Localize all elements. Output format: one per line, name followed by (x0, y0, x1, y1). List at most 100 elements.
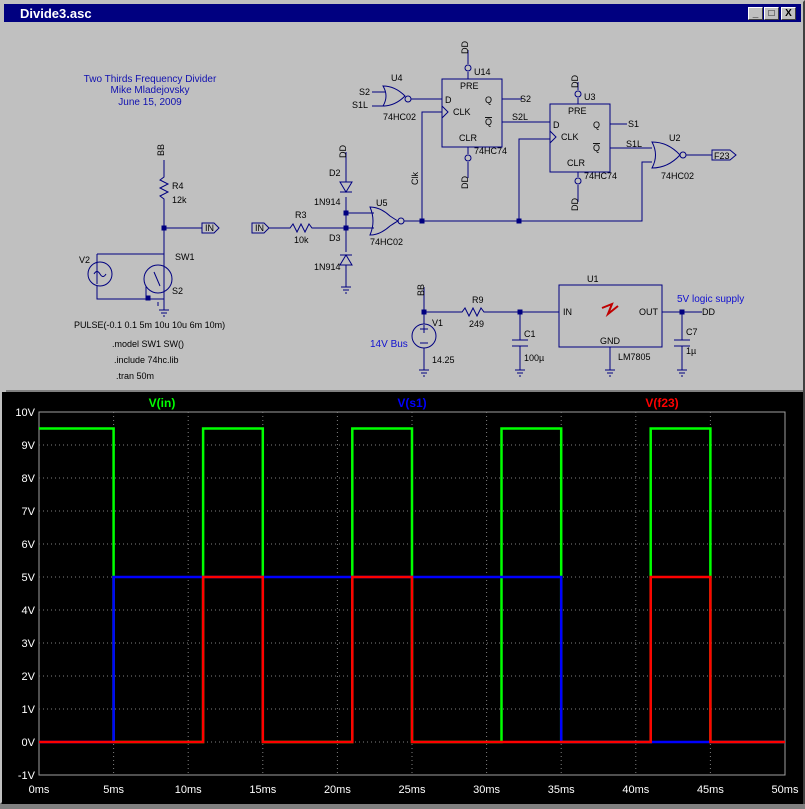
u3-clr: CLR (567, 158, 586, 168)
x-tick-label: 30ms (473, 784, 500, 796)
s2-label: S2 (172, 286, 183, 296)
u14-pre: PRE (460, 81, 479, 91)
sw1-label: SW1 (175, 252, 195, 262)
u14-clr: CLR (459, 133, 478, 143)
d2-value: 1N914 (314, 197, 341, 207)
y-tick-label: 1V (22, 704, 36, 716)
u2-value: 74HC02 (661, 171, 694, 181)
minimize-button[interactable]: _ (748, 7, 763, 20)
y-tick-label: 8V (22, 473, 36, 485)
close-button[interactable]: X (781, 7, 796, 20)
x-tick-label: 15ms (249, 784, 276, 796)
legend-vin: V(in) (149, 396, 176, 410)
u3-d: D (553, 120, 560, 130)
label-5v-supply: 5V logic supply (677, 294, 744, 305)
net-dd-out: DD (702, 307, 715, 317)
net-in-2: IN (255, 223, 264, 233)
u14-label: U14 (474, 67, 491, 77)
legend-vf23: V(f23) (645, 396, 678, 410)
net-s1: S1 (628, 119, 639, 129)
u2-label: U2 (669, 133, 681, 143)
directive-model: .model SW1 SW() (112, 339, 184, 349)
net-bb-2: BB (416, 284, 426, 296)
u3-qbar: Q (593, 143, 600, 153)
r9-label: R9 (472, 295, 484, 305)
v2-label: V2 (79, 255, 90, 265)
net-s2-in: S2 (359, 87, 370, 97)
net-bb-1: BB (156, 144, 166, 156)
r3-label: R3 (295, 210, 307, 220)
u5-value: 74HC02 (370, 237, 403, 247)
x-tick-label: 5ms (103, 784, 124, 796)
c7-label: C7 (686, 327, 698, 337)
y-tick-label: 6V (22, 539, 36, 551)
u1-out: OUT (639, 307, 659, 317)
d3-label: D3 (329, 233, 341, 243)
window-title: Divide3.asc (20, 6, 92, 21)
schematic-svg: Two Thirds Frequency Divider Mike Mladej… (74, 41, 744, 381)
title-line-1: Two Thirds Frequency Divider (84, 74, 217, 85)
y-tick-label: 4V (22, 605, 36, 617)
y-tick-label: 2V (22, 671, 36, 683)
u1-in: IN (563, 307, 572, 317)
net-dd-d2: DD (338, 145, 348, 158)
u14-clk: CLK (453, 107, 471, 117)
y-tick-label: 0V (22, 737, 36, 749)
u4-value: 74HC02 (383, 112, 416, 122)
u1-label: U1 (587, 274, 599, 284)
x-tick-label: 20ms (324, 784, 351, 796)
r3-value: 10k (294, 235, 309, 245)
net-dd-u14-bottom: DD (460, 176, 470, 189)
trace-vf23 (39, 575, 785, 744)
v1-value: 14.25 (432, 355, 455, 365)
title-bar[interactable]: Divide3.asc _ □ X (4, 4, 801, 22)
u3-clk: CLK (561, 132, 579, 142)
net-dd-u3: DD (570, 75, 580, 88)
net-s1l: S1L (626, 139, 642, 149)
net-clk: Clk (410, 172, 420, 185)
net-in-1: IN (205, 223, 214, 233)
x-tick-label: 50ms (772, 784, 799, 796)
u1-value: LM7805 (618, 352, 651, 362)
d3-value: 1N914 (314, 262, 341, 272)
u3-value: 74HC74 (584, 171, 617, 181)
u14-d: D (445, 95, 452, 105)
maximize-button[interactable]: □ (764, 7, 779, 20)
x-tick-label: 10ms (175, 784, 202, 796)
c7-value: 1µ (686, 346, 696, 356)
legend-vs1: V(s1) (397, 396, 426, 410)
u14-value: 74HC74 (474, 146, 507, 156)
y-tick-label: -1V (18, 770, 36, 782)
net-dd-u3-bottom: DD (570, 198, 580, 211)
y-tick-label: 7V (22, 506, 36, 518)
u14-qbar: Q (485, 117, 492, 127)
v1-label: V1 (432, 318, 443, 328)
y-tick-label: 3V (22, 638, 36, 650)
u3-pre: PRE (568, 106, 587, 116)
waveform-traces (39, 427, 785, 744)
u3-q: Q (593, 120, 600, 130)
x-tick-label: 0ms (29, 784, 50, 796)
r4-label: R4 (172, 181, 184, 191)
y-tick-label: 10V (15, 407, 35, 419)
directive-tran: .tran 50m (116, 371, 154, 381)
y-tick-label: 9V (22, 440, 36, 452)
net-s2l: S2L (512, 112, 528, 122)
schematic-canvas[interactable]: Two Thirds Frequency Divider Mike Mladej… (6, 24, 803, 392)
plot-legend: V(in) V(s1) V(f23) (149, 396, 679, 410)
u1-gnd: GND (600, 336, 621, 346)
r4-value: 12k (172, 195, 187, 205)
u14-q: Q (485, 95, 492, 105)
r9-value: 249 (469, 319, 484, 329)
directive-include: .include 74hc.lib (114, 355, 179, 365)
u4-label: U4 (391, 73, 403, 83)
u3-label: U3 (584, 92, 596, 102)
x-tick-label: 25ms (399, 784, 426, 796)
net-dd-u14: DD (460, 41, 470, 54)
net-s2-out: S2 (520, 94, 531, 104)
x-tick-label: 40ms (622, 784, 649, 796)
